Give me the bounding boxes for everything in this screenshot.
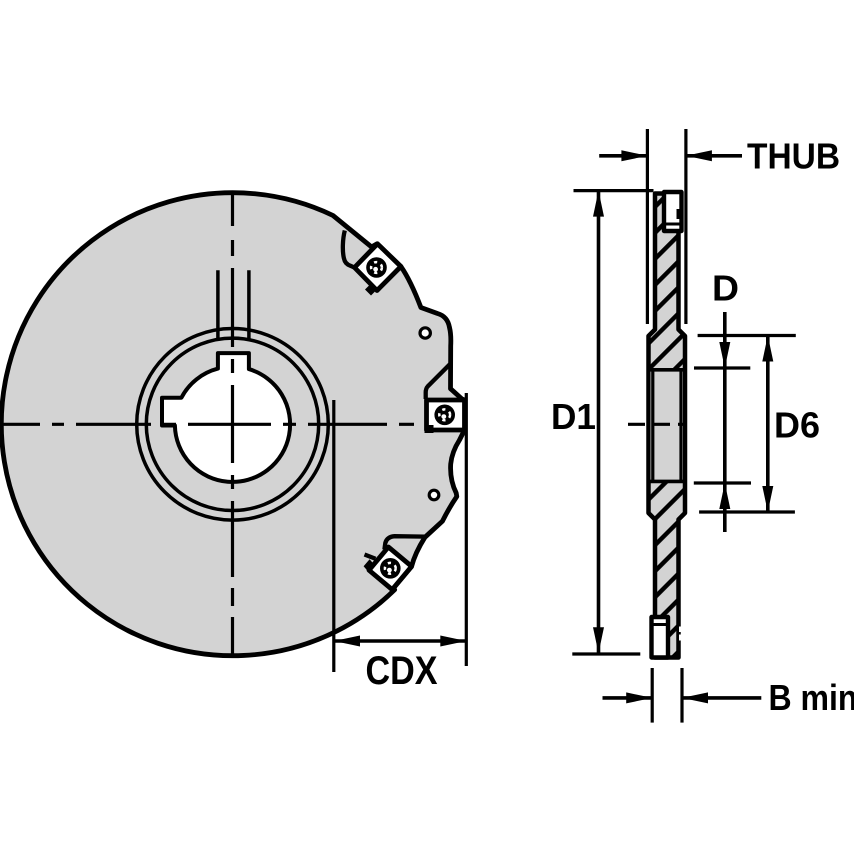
svg-text:CDX: CDX: [366, 649, 438, 693]
svg-text:D1: D1: [551, 396, 596, 437]
svg-text:D: D: [712, 268, 739, 309]
svg-text:B min: B min: [769, 677, 854, 718]
svg-text:THUB: THUB: [747, 136, 840, 177]
svg-text:D6: D6: [774, 405, 820, 446]
